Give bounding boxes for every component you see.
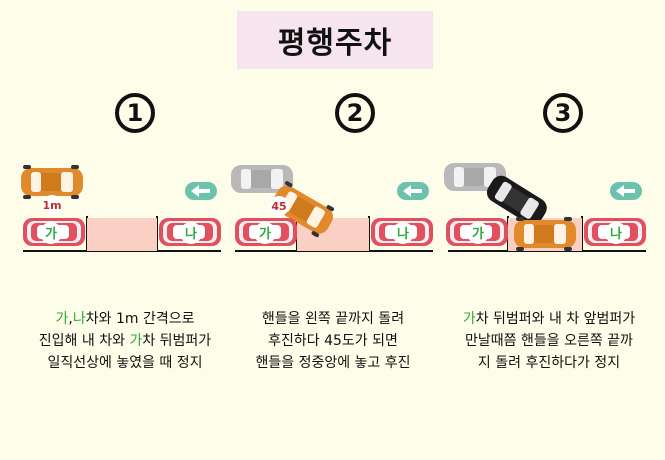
step-2-number: 2 [335, 93, 375, 133]
direction-arrow-icon [610, 182, 642, 200]
step-1-diagram: 가 나 1m [21, 165, 221, 252]
caption-text: 일직선상에 놓였을 때 정지 [47, 355, 203, 371]
car-ga-label: 가 [472, 227, 484, 242]
caption-line: 핸들을 왼쪽 끝까지 돌려 [233, 308, 433, 330]
caption-text: 후진하다 45도가 되면 [268, 333, 398, 349]
caption-highlight: 나 [72, 311, 86, 327]
car-ga-label: 가 [45, 227, 57, 242]
caption-text: , [68, 311, 73, 327]
direction-arrow-icon [185, 182, 217, 200]
caption-text: 핸들을 왼쪽 끝까지 돌려 [261, 311, 405, 327]
step-3-number: 3 [543, 93, 583, 133]
direction-arrow-icon [397, 182, 429, 200]
car-na-badge [605, 222, 627, 244]
car-ga-badge [40, 222, 62, 244]
title-box: 평행주차 [237, 11, 433, 69]
caption-line: 가,나차와 1m 간격으로 [25, 308, 225, 330]
caption-line: 후진하다 45도가 되면 [233, 330, 433, 352]
car-na-badge [392, 222, 414, 244]
caption-highlight: 가 [55, 311, 69, 327]
caption-text: 차와 1m 간격으로 [85, 311, 195, 327]
car-na-label: 나 [185, 226, 197, 242]
caption-line: 일직선상에 놓였을 때 정지 [25, 352, 225, 374]
car-na-badge [180, 222, 202, 244]
step-3-diagram: 가 나 [444, 163, 646, 252]
car-ga-label: 가 [259, 227, 271, 242]
my-car-orange-parked [514, 217, 576, 251]
my-car-orange [21, 165, 83, 199]
parking-space [87, 218, 157, 251]
car-na-label: 나 [610, 226, 622, 242]
step-1-number: 1 [115, 93, 155, 133]
car-na-label: 나 [397, 226, 409, 242]
car-ga-badge [467, 222, 489, 244]
page-title: 평행주차 [277, 26, 393, 61]
caption-text: 차 뒤범퍼가 [142, 333, 212, 349]
caption-text: 지 돌려 후진하다가 정지 [477, 355, 621, 371]
caption-text: 진입해 내 차와 [38, 333, 130, 349]
caption-line: 만날때쯤 핸들을 오른쪽 끝까 [444, 330, 654, 352]
caption-text: 핸들을 정중앙에 놓고 후진 [255, 355, 411, 371]
step-2-diagram: 가 나 45 [231, 165, 433, 252]
car-ga-badge [254, 222, 276, 244]
distance-label: 1m [42, 199, 61, 212]
caption-highlight: 가 [462, 311, 476, 327]
angle-label: 45 [271, 200, 286, 213]
caption-text: 차 뒤범퍼와 내 차 앞범퍼가 [475, 311, 636, 327]
caption-text: 만날때쯤 핸들을 오른쪽 끝까 [465, 333, 633, 349]
caption-line: 핸들을 정중앙에 놓고 후진 [233, 352, 433, 374]
caption-highlight: 가 [129, 333, 143, 349]
caption-line: 가차 뒤범퍼와 내 차 앞범퍼가 [444, 308, 654, 330]
caption-line: 지 돌려 후진하다가 정지 [444, 352, 654, 374]
caption-line: 진입해 내 차와 가차 뒤범퍼가 [25, 330, 225, 352]
distance-badge [42, 195, 62, 215]
angle-badge [269, 196, 289, 216]
